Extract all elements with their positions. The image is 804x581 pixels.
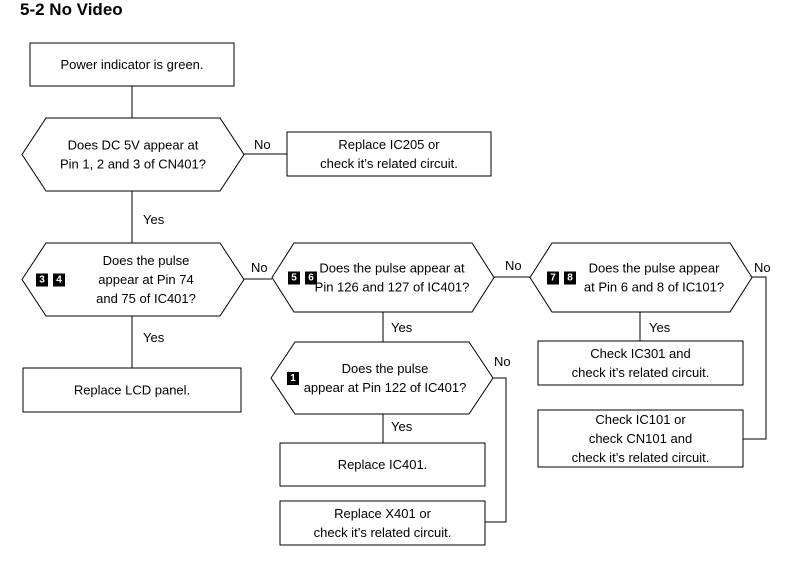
step-badge-number: 1	[290, 373, 296, 384]
node-text-line: Replace IC205 or	[338, 137, 440, 152]
node-text-line: check it’s related circuit.	[572, 450, 710, 465]
step-badge-number: 5	[291, 273, 297, 284]
node-text-line: Replace IC401.	[338, 457, 428, 472]
node-text-line: Does the pulse	[103, 253, 190, 268]
node-text-line: Does the pulse appear	[589, 261, 720, 276]
page-title: 5-2 No Video	[20, 0, 123, 19]
step-badge	[564, 271, 576, 285]
node-text-line: appear at Pin 74	[98, 272, 193, 287]
process-box	[279, 500, 486, 546]
edge-label-pin126-yes: Yes	[391, 320, 413, 335]
edge-label-dc5v-yes: Yes	[143, 212, 165, 227]
node-text-line: Power indicator is green.	[60, 57, 203, 72]
node-text-line: Replace X401 or	[334, 506, 432, 521]
node-text-line: Pin 1, 2 and 3 of CN401?	[60, 157, 206, 172]
step-badge-number: 8	[567, 273, 573, 284]
node-q-dc5v: Does DC 5V appear at Pin 1, 2 and 3 of CN…	[21, 117, 245, 192]
node-check-ic301: Check IC301 and check it’s related circui…	[537, 340, 744, 386]
step-badge-number: 3	[39, 275, 45, 286]
node-text-line: Check IC101 or	[595, 412, 686, 427]
node-text-line: Check IC301 and	[590, 346, 690, 361]
step-badge-number: 7	[550, 273, 556, 284]
step-badge	[305, 271, 317, 285]
process-box	[537, 409, 744, 468]
node-start: Power indicator is green.	[29, 42, 235, 87]
node-text-line: check it’s related circuit.	[314, 525, 452, 540]
step-badge-number: 4	[56, 275, 62, 286]
decision-shape	[21, 117, 245, 192]
node-q-pin6: Does the pulse appear at Pin 6 and 8 of I…	[529, 242, 753, 313]
node-text-line: check it’s related circuit.	[572, 365, 710, 380]
node-text-line: Does the pulse appear at	[319, 261, 465, 276]
process-box	[537, 340, 744, 386]
node-text-line: Replace LCD panel.	[74, 383, 190, 398]
node-text-line: appear at Pin 122 of IC401?	[304, 380, 467, 395]
node-q-pin74: Does the pulse appear at Pin 74 and 75 of …	[21, 242, 245, 317]
step-badge	[36, 273, 48, 287]
node-text-line: check it’s related circuit.	[320, 156, 458, 171]
process-box	[279, 442, 486, 487]
connector-pin122-no	[485, 377, 507, 523]
step-badge	[547, 271, 559, 285]
node-text-line: at Pin 6 and 8 of IC101?	[584, 280, 724, 295]
node-text-line: Does the pulse	[342, 361, 429, 376]
process-box	[29, 42, 235, 87]
edge-label-pin74-no: No	[251, 260, 268, 275]
node-replace-ic205: Replace IC205 or check it’s related circu…	[286, 131, 492, 177]
node-text-line: and 75 of IC401?	[96, 291, 196, 306]
edge-label-pin126-no: No	[505, 258, 522, 273]
node-replace-lcd: Replace LCD panel.	[22, 367, 242, 413]
decision-shape	[270, 341, 494, 415]
node-text-line: Does DC 5V appear at	[68, 138, 199, 153]
node-q-pin126: Does the pulse appear at Pin 126 and 127 …	[271, 242, 495, 313]
edge-label-pin6-no: No	[754, 260, 771, 275]
node-q-pin122: Does the pulse appear at Pin 122 of IC401…	[270, 341, 494, 415]
node-replace-ic401: Replace IC401.	[279, 442, 486, 487]
edge-label-dc5v-no: No	[254, 137, 271, 152]
edge-label-pin122-yes: Yes	[391, 419, 413, 434]
step-badge	[287, 372, 299, 385]
edge-label-pin122-no: No	[494, 354, 511, 369]
step-badge-number: 6	[308, 273, 314, 284]
node-check-ic101: Check IC101 or check CN101 and check it’s …	[537, 409, 744, 468]
node-text-line: check CN101 and	[589, 431, 692, 446]
step-badge	[288, 271, 300, 285]
process-box	[286, 131, 492, 177]
edge-label-pin74-yes: Yes	[143, 330, 165, 345]
connector-pin6-no	[743, 276, 767, 440]
decision-shape	[529, 242, 753, 313]
step-badge	[53, 273, 65, 287]
node-text-line: Pin 126 and 127 of IC401?	[315, 280, 470, 295]
edge-label-pin6-yes: Yes	[649, 320, 671, 335]
node-replace-x401: Replace X401 or check it’s related circui…	[279, 500, 486, 546]
